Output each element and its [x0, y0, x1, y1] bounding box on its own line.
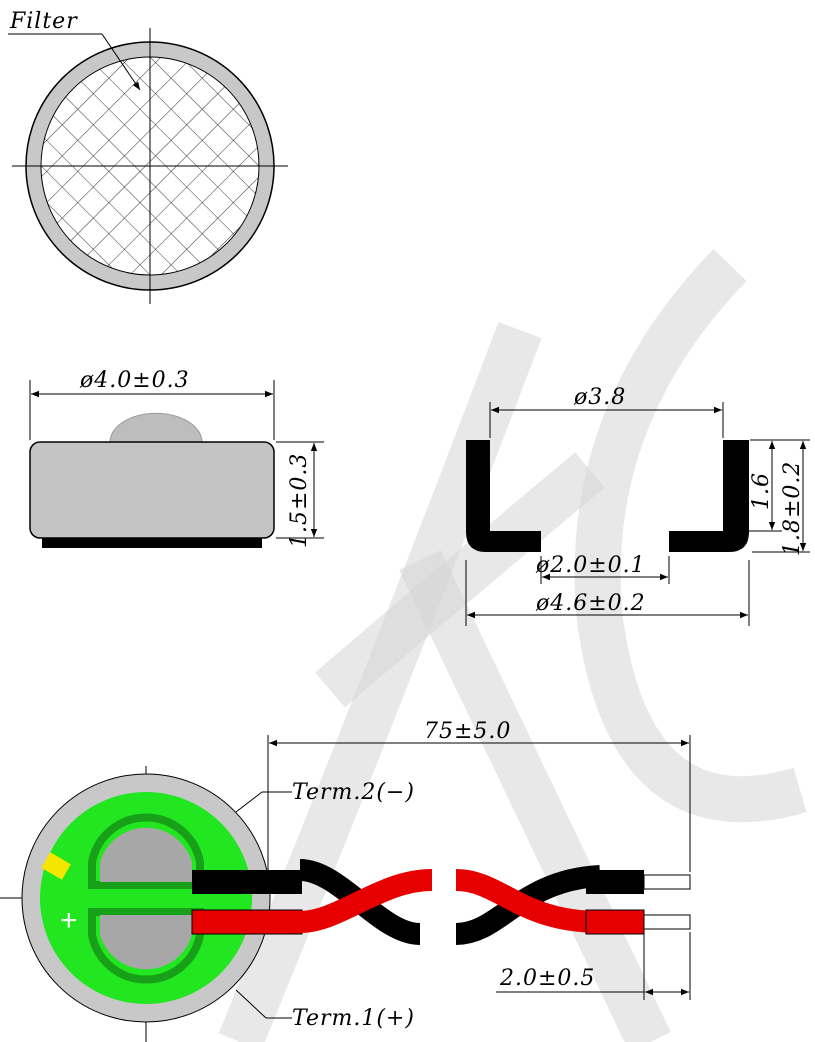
strip-length-label: 2.0±0.5	[499, 966, 595, 991]
side-view: ø4.0±0.3 1.5±0.3	[29, 368, 324, 548]
inner-diameter-label: ø3.8	[573, 385, 626, 410]
filter-dome	[109, 412, 203, 443]
base-plate	[42, 538, 262, 548]
black-wire	[192, 870, 302, 894]
term1-label: Term.1(+)	[292, 1006, 415, 1031]
height-label: 1.5±0.3	[287, 453, 312, 548]
inner-height-label: 1.6	[749, 472, 774, 510]
body	[29, 441, 275, 539]
red-wire	[191, 909, 303, 935]
break-gap	[438, 858, 456, 948]
outer-diameter-label: ø4.0±0.3	[79, 368, 190, 393]
pad-negative	[100, 827, 192, 882]
cable-length-label: 75±5.0	[424, 719, 511, 744]
polarity-marker	[41, 852, 71, 880]
watermark	[218, 249, 807, 1042]
cup-diameter-label: ø4.6±0.2	[535, 591, 646, 616]
top-view: Filter	[8, 9, 288, 304]
plus-sign: +	[60, 904, 78, 937]
pad-positive	[100, 915, 192, 970]
filter-leader	[101, 33, 141, 91]
wired-view: + 75±5.0 2.0±0.5 Term.2(−) Term.1(+)	[0, 719, 691, 1042]
filter-label: Filter	[9, 9, 78, 34]
stripped-end-red	[643, 914, 691, 930]
hole-diameter-label: ø2.0±0.1	[535, 553, 646, 578]
total-height-label: 1.8±0.2	[780, 461, 805, 556]
stripped-end-black	[643, 874, 691, 890]
pcb	[40, 792, 252, 1004]
section-view: ø3.8 ø2.0±0.1 ø4.6±0.2 1.6 1.8±0.2	[465, 385, 810, 626]
term2-label: Term.2(−)	[292, 780, 415, 805]
